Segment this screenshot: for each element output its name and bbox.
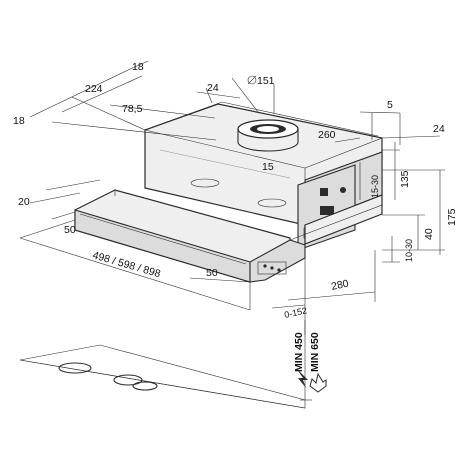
dim-label-width-range: 498 / 598 / 898 bbox=[91, 249, 162, 280]
dim-label-15-30: 15-30 bbox=[370, 175, 380, 198]
telescopic-drawer bbox=[74, 189, 383, 283]
dim-label-135: 135 bbox=[399, 170, 411, 188]
dim-label-24-top: 24 bbox=[207, 82, 219, 94]
front-dimension-lines bbox=[19, 179, 376, 335]
min-650-label: MIN 650 bbox=[309, 332, 321, 372]
flame-icon bbox=[309, 372, 327, 393]
filter-opening-1 bbox=[190, 178, 220, 188]
dim-label-20: 20 bbox=[18, 196, 30, 208]
burner-3 bbox=[132, 381, 158, 391]
filter-opening-2 bbox=[257, 198, 287, 208]
outlet-collar bbox=[237, 119, 299, 152]
dim-label-18-right: 18 bbox=[132, 61, 144, 73]
dim-label-18-left: 18 bbox=[13, 115, 25, 127]
lightning-icon bbox=[296, 368, 308, 388]
burner-2 bbox=[113, 374, 143, 386]
diameter-icon bbox=[247, 75, 257, 85]
dim-label-78-5: 78,5 bbox=[122, 103, 143, 115]
diameter-label: 151 bbox=[247, 75, 275, 87]
min-450-label: MIN 450 bbox=[293, 332, 305, 372]
dim-label-0-152: 0-152 bbox=[283, 305, 308, 320]
dim-label-224: 224 bbox=[85, 83, 103, 95]
top-dimension-lines bbox=[29, 60, 275, 141]
burner-1 bbox=[58, 362, 92, 374]
dim-label-10-30: 10-30 bbox=[404, 239, 414, 262]
dim-label-175: 175 bbox=[446, 208, 458, 226]
dim-label-15: 15 bbox=[262, 161, 274, 173]
dim-label-260: 260 bbox=[318, 129, 336, 141]
right-dimension-lines bbox=[334, 111, 445, 263]
dim-label-5: 5 bbox=[387, 99, 393, 111]
dim-label-151: 151 bbox=[257, 75, 275, 87]
dim-label-280: 280 bbox=[330, 278, 350, 293]
dim-label-40: 40 bbox=[423, 228, 435, 240]
dim-label-24-right: 24 bbox=[433, 123, 445, 135]
dim-label-50-left: 50 bbox=[64, 224, 76, 236]
dim-label-50-right: 50 bbox=[206, 267, 218, 279]
hob-surface bbox=[19, 344, 306, 409]
